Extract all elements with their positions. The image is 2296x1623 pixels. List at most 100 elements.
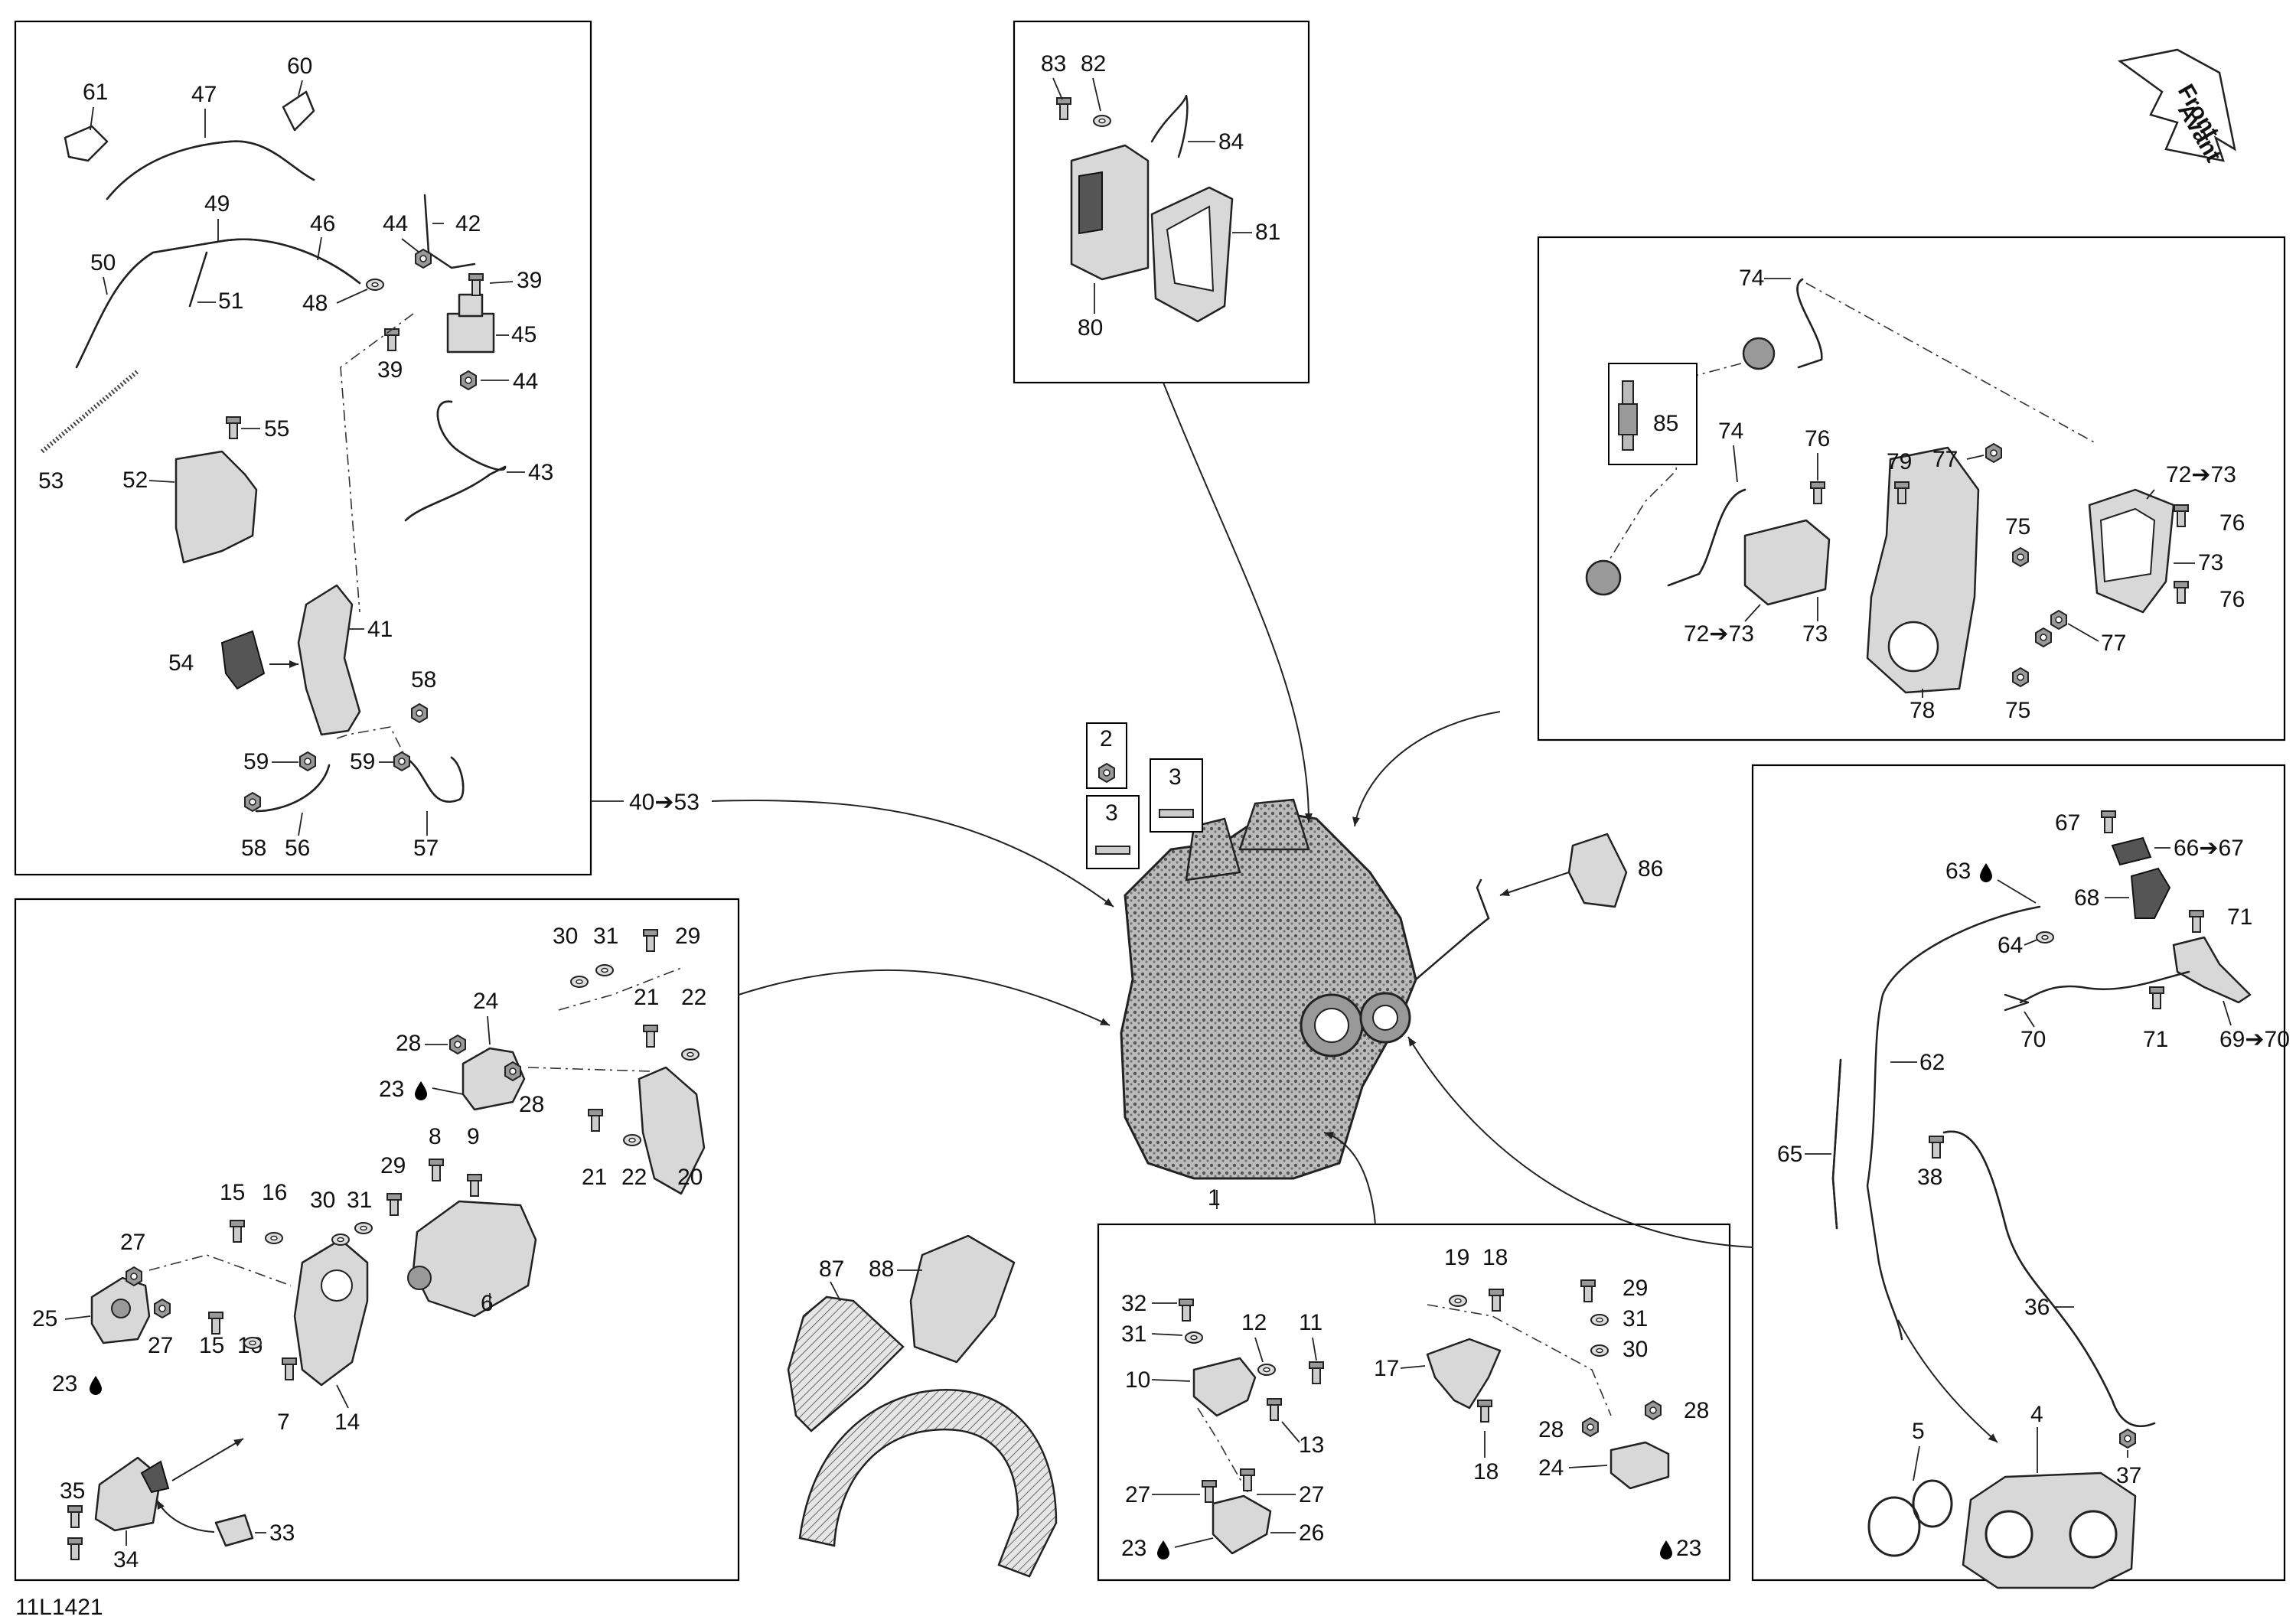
callout-20: 20 xyxy=(677,1165,703,1190)
callout-68: 68 xyxy=(2074,885,2099,911)
callout-52: 52 xyxy=(122,468,148,493)
callout-7: 7 xyxy=(277,1410,290,1435)
callout-54: 54 xyxy=(168,650,194,676)
callout-82: 82 xyxy=(1081,51,1106,77)
callout-60: 60 xyxy=(287,54,312,79)
callout-35: 35 xyxy=(60,1478,85,1504)
diagram-code: 11L1421 xyxy=(15,1595,103,1620)
callout-83: 83 xyxy=(1041,51,1066,77)
callout-78: 78 xyxy=(1910,698,1935,723)
arrow-ecm-to-engine xyxy=(1163,382,1313,823)
stud-icon xyxy=(1159,809,1194,818)
callout-73a: 73 xyxy=(1802,621,1828,647)
callout-62: 62 xyxy=(1919,1050,1945,1075)
callout-12: 12 xyxy=(1241,1310,1267,1335)
callout-4: 4 xyxy=(2030,1402,2043,1427)
callout-38: 38 xyxy=(1917,1165,1942,1190)
callout-72a: 72➔73 xyxy=(1684,621,1754,647)
callout-70: 70 xyxy=(2020,1027,2046,1052)
callout-57: 57 xyxy=(413,836,439,861)
callout-29a: 29 xyxy=(675,924,700,949)
callout-9: 9 xyxy=(467,1124,480,1149)
callout-59a: 59 xyxy=(243,749,269,774)
callout-86: 86 xyxy=(1638,856,1663,882)
callout-29c: 29 xyxy=(1623,1276,1648,1301)
callout-30c: 30 xyxy=(1623,1337,1648,1362)
nut-icon xyxy=(1098,763,1115,783)
exhaust-guard xyxy=(798,1389,1058,1578)
part-3-box-a xyxy=(1150,758,1203,833)
callout-3b: 3 xyxy=(1105,800,1118,826)
callout-15b: 15 xyxy=(199,1333,224,1358)
callout-14: 14 xyxy=(334,1410,360,1435)
ignition-panel-parts: 74 85 74 72➔73 73 76 78 79 77 xyxy=(1585,266,2245,723)
stud-icon xyxy=(1095,846,1130,855)
callout-6: 6 xyxy=(481,1291,494,1316)
intake-panel-parts: 60 61 47 49 50 46 51 42 44 48 45 xyxy=(38,54,553,861)
callout-58a: 58 xyxy=(411,667,436,693)
callout-30b: 30 xyxy=(310,1188,335,1213)
part-86-sensor: 86 xyxy=(1476,833,1663,920)
callout-28d: 28 xyxy=(1684,1398,1709,1423)
callout-31c: 31 xyxy=(1121,1322,1146,1347)
callout-26: 26 xyxy=(1299,1520,1324,1546)
arrow-sensor-to-engine xyxy=(1499,872,1570,896)
callout-27a: 27 xyxy=(120,1230,145,1255)
part-3-box-b xyxy=(1086,795,1140,869)
callout-24b: 24 xyxy=(1538,1455,1564,1481)
callout-71b: 71 xyxy=(2143,1027,2168,1052)
callout-69: 69➔70 xyxy=(2219,1027,2290,1052)
callout-61: 61 xyxy=(83,80,108,105)
throttle-panel-parts: 62 63 64 65 36 38 37 4 5 xyxy=(1777,810,2290,1589)
callout-67: 67 xyxy=(2055,810,2080,836)
panel-ignition xyxy=(1537,236,2286,741)
callout-39b: 39 xyxy=(377,357,403,383)
callout-2: 2 xyxy=(1100,726,1113,751)
front-direction-arrow-icon: Front Avant xyxy=(2117,48,2236,166)
callout-80: 80 xyxy=(1078,315,1103,341)
callout-56: 56 xyxy=(285,836,310,861)
starter-panel-parts: 30 31 29 24 28 28 23 20 21 22 21 22 6 8 xyxy=(32,924,706,1572)
callout-87: 87 xyxy=(819,1256,844,1282)
callout-28b: 28 xyxy=(519,1092,544,1117)
callout-58b: 58 xyxy=(241,836,266,861)
callout-44b: 44 xyxy=(513,369,538,394)
callout-84: 84 xyxy=(1218,129,1244,155)
callout-22b: 22 xyxy=(621,1165,647,1190)
arrow-starter-to-engine xyxy=(738,969,1110,1026)
part-88-heat-shield: 88 xyxy=(869,1234,1016,1364)
callout-44a: 44 xyxy=(383,211,408,236)
callout-53: 53 xyxy=(38,468,64,494)
group-ref-intake: 40➔53 xyxy=(629,790,700,815)
callout-23d: 23 xyxy=(1676,1536,1701,1561)
callout-47: 47 xyxy=(191,82,217,107)
callout-81: 81 xyxy=(1255,220,1280,245)
callout-76b: 76 xyxy=(2219,510,2245,536)
callout-28c: 28 xyxy=(1538,1417,1564,1442)
callout-76c: 76 xyxy=(2219,587,2245,612)
callout-23b: 23 xyxy=(52,1371,77,1396)
callout-29b: 29 xyxy=(380,1153,406,1178)
callout-39a: 39 xyxy=(517,268,542,293)
callout-21b: 21 xyxy=(582,1165,607,1190)
callout-21a: 21 xyxy=(634,985,659,1010)
callout-88: 88 xyxy=(869,1256,894,1282)
callout-55: 55 xyxy=(264,416,289,442)
callout-8: 8 xyxy=(429,1124,442,1149)
arrow-ignition-to-engine xyxy=(1352,711,1501,827)
callout-65: 65 xyxy=(1777,1142,1802,1167)
arrow-throttle-to-engine xyxy=(1407,1036,1753,1248)
callout-37: 37 xyxy=(2116,1463,2141,1488)
callout-16a: 16 xyxy=(262,1180,287,1205)
callout-13: 13 xyxy=(1299,1432,1324,1458)
callout-73b: 73 xyxy=(2198,550,2223,575)
callout-43: 43 xyxy=(528,460,553,485)
callout-48: 48 xyxy=(302,291,328,316)
callout-50: 50 xyxy=(90,250,116,275)
panel-ecm xyxy=(1013,20,1310,384)
callout-72b: 72➔73 xyxy=(2166,462,2236,487)
callout-30a: 30 xyxy=(553,924,578,949)
callout-25: 25 xyxy=(32,1306,57,1331)
callout-51: 51 xyxy=(218,288,243,314)
callout-71a: 71 xyxy=(2227,904,2252,930)
